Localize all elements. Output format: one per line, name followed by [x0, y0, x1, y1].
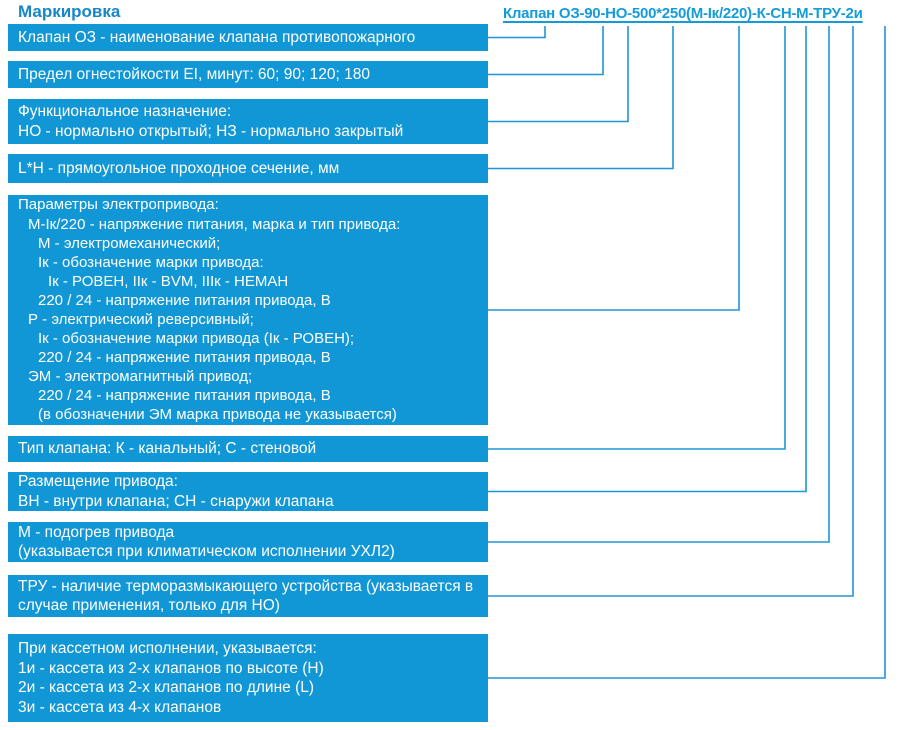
connector-cassette: [488, 26, 886, 679]
box-line: ТРУ - наличие терморазмыкающего устройст…: [18, 577, 474, 595]
marking-formula: Клапан ОЗ-90-НО-500*250(М-Iк/220)-К-СН-М…: [503, 5, 863, 22]
connector-functional-purpose: [488, 26, 629, 123]
box-line: 1и - кассета из 2-х клапанов по высоте (…: [18, 659, 324, 677]
box-line: Iк - обозначение марки привода (Iк - РОВ…: [38, 330, 355, 348]
box-line: 220 / 24 - напряжение питания привода, В: [38, 387, 331, 405]
box-line: L*H - прямоугольное проходное сечение, м…: [18, 159, 340, 177]
marking-box-actuator-heating: М - подогрев привода (указывается при кли…: [8, 522, 488, 562]
box-line: 220 / 24 - напряжение питания привода, В: [38, 291, 331, 309]
box-line: случае применения, только для НО): [18, 597, 280, 614]
box-line: 3и - кассета из 4-х клапанов: [18, 698, 222, 716]
marking-box-thermal-release: ТРУ - наличие терморазмыкающего устройст…: [8, 575, 488, 617]
connector-fire-resistance: [488, 26, 604, 76]
marking-box-functional-purpose: Функциональное назначение: НО - нормально…: [8, 99, 488, 144]
page-title: Маркировка: [18, 2, 121, 21]
marking-box-actuator-placement: Размещение привода: ВН - внутри клапана; …: [8, 472, 488, 511]
box-line: Предел огнестойкости EI, минут: 60; 90; …: [18, 65, 370, 83]
box-line: 2и - кассета из 2-х клапанов по длине (L…: [18, 679, 315, 696]
marking-box-actuator-params: Параметры электропривода:М-Iк/220 - напр…: [8, 195, 488, 425]
box-line: ВН - внутри клапана; СН - снаружи клапан…: [18, 492, 334, 510]
marking-box-fire-resistance: Предел огнестойкости EI, минут: 60; 90; …: [8, 61, 488, 88]
box-line: ЭМ - электромагнитный привод;: [28, 368, 253, 386]
box-line: Iк - обозначение марки привода:: [38, 253, 264, 271]
box-line: (в обозначении ЭМ марка привода не указы…: [38, 406, 397, 424]
connector-actuator-heating: [488, 26, 830, 543]
connector-thermal-release: [488, 26, 854, 597]
box-line: (указывается при климатическом исполнени…: [18, 543, 395, 560]
box-line: М - подогрев привода: [18, 523, 175, 541]
box-line: Клапан ОЗ - наименование клапана противо…: [18, 28, 416, 46]
box-line: М - электромеханический;: [38, 234, 221, 252]
marking-box-valve-name: Клапан ОЗ - наименование клапана противо…: [8, 24, 488, 51]
box-line: М-Iк/220 - напряжение питания, марка и т…: [28, 215, 401, 233]
box-line: Тип клапана: К - канальный; С - стеновой: [18, 440, 317, 458]
marking-box-valve-type: Тип клапана: К - канальный; С - стеновой: [8, 436, 488, 462]
box-line: Размещение привода:: [18, 473, 178, 490]
box-line: Параметры электропривода:: [18, 196, 219, 214]
box-line: Функциональное назначение:: [18, 103, 232, 120]
box-line: 220 / 24 - напряжение питания привода, В: [38, 349, 331, 367]
connector-valve-type: [488, 26, 786, 450]
connector-cross-section: [488, 26, 674, 170]
box-line: НО - нормально открытый; НЗ - нормально …: [18, 122, 404, 140]
box-line: Р - электрический реверсивный;: [28, 311, 254, 328]
connector-valve-name: [488, 26, 546, 39]
box-line: Iк - РОВЕН, IIк - BVM, IIIк - НЕМАН: [48, 272, 289, 290]
marking-box-cross-section: L*H - прямоугольное проходное сечение, м…: [8, 154, 488, 183]
box-line: При кассетном исполнении, указывается:: [18, 640, 317, 657]
marking-box-cassette: При кассетном исполнении, указывается: 1и…: [8, 634, 488, 722]
connector-actuator-placement: [488, 26, 807, 493]
connector-actuator-params: [488, 26, 740, 311]
